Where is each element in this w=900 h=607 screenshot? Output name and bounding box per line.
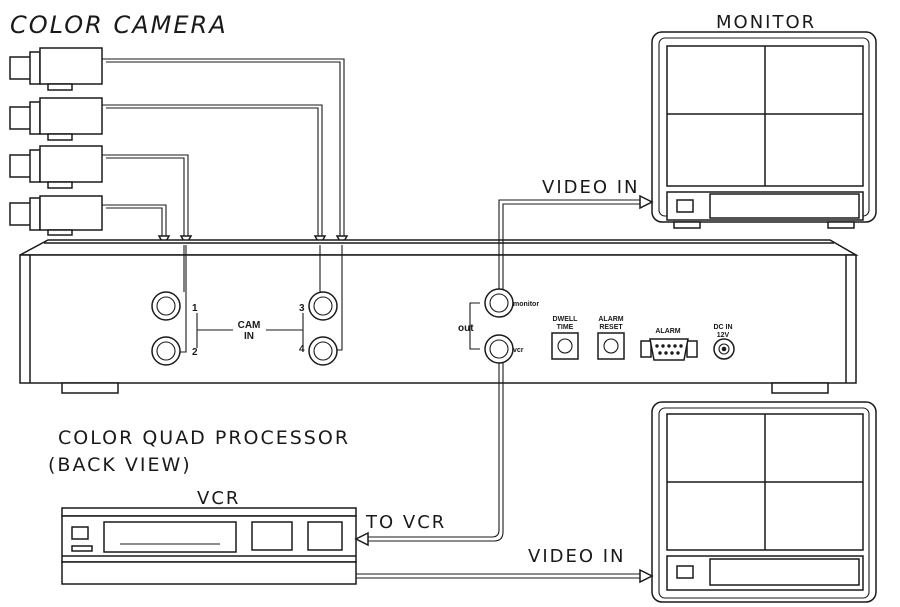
port-label-4: 4 [299,344,305,355]
vcr-unit [61,507,357,585]
camera-cables [102,58,345,236]
cable-port-4-inner [337,245,343,351]
vcr-output-port [484,334,514,364]
processor-label: COLOR QUAD PROCESSOR [58,427,350,449]
out-label: out [458,323,474,334]
alarm-connector-label: ALARM [655,328,680,335]
video-in-bottom-arrow [639,568,654,584]
color-camera-title: COLOR CAMERA [10,11,228,39]
monitor-output-port [484,288,514,318]
vcr-port-label: vcr [513,347,524,354]
cable-to-monitor [498,199,641,289]
dwell-time-button [551,332,579,360]
dc-in-jack [713,338,735,360]
monitor-title: MONITOR [716,12,816,33]
video-in-bottom-label: VIDEO IN [528,546,626,567]
vcr-title: VCR [197,488,240,509]
monitor-port-label: monitor [513,301,539,308]
alarm-reset-label: ALARM [598,316,623,323]
cable-to-vcr [368,363,500,538]
dwell-time-label-2: TIME [557,324,574,331]
alarm-reset-button [597,332,625,360]
alarm-reset-label-2: RESET [599,324,623,331]
dwell-time-label: DWELL [553,316,579,323]
cable-port-2-inner [180,245,187,353]
quad-processor [19,239,859,394]
camera-1 [9,47,103,91]
alarm-connector [640,338,698,361]
cam-in-label-2: IN [244,331,254,342]
video-in-top-arrow [639,194,654,210]
bottom-monitor [651,401,877,603]
camera-3 [9,145,103,189]
processor-label-2: (BACK VIEW) [48,454,192,476]
cable-to-vcr-2 [368,363,504,542]
cam-input-port-2 [151,336,181,366]
camera-4 [9,195,103,236]
port-label-2: 2 [192,347,198,358]
cable-to-monitor-2 [502,203,641,289]
dc-in-label: DC IN [713,324,732,331]
to-vcr-label: TO VCR [365,512,446,533]
camera-2 [9,97,103,141]
cam-input-port-1 [151,291,181,321]
cam-in-bracket [196,313,304,348]
video-in-top-label: VIDEO IN [542,177,640,198]
out-bracket [469,302,480,350]
dc-in-label-2: 12V [717,332,730,339]
cam-input-port-4 [308,336,338,366]
to-vcr-arrow [354,531,369,547]
port-label-3: 3 [299,303,305,314]
port-label-1: 1 [192,303,198,314]
cam-input-port-3 [308,291,338,321]
top-monitor [651,31,877,229]
cam-in-label: CAM [238,320,261,331]
